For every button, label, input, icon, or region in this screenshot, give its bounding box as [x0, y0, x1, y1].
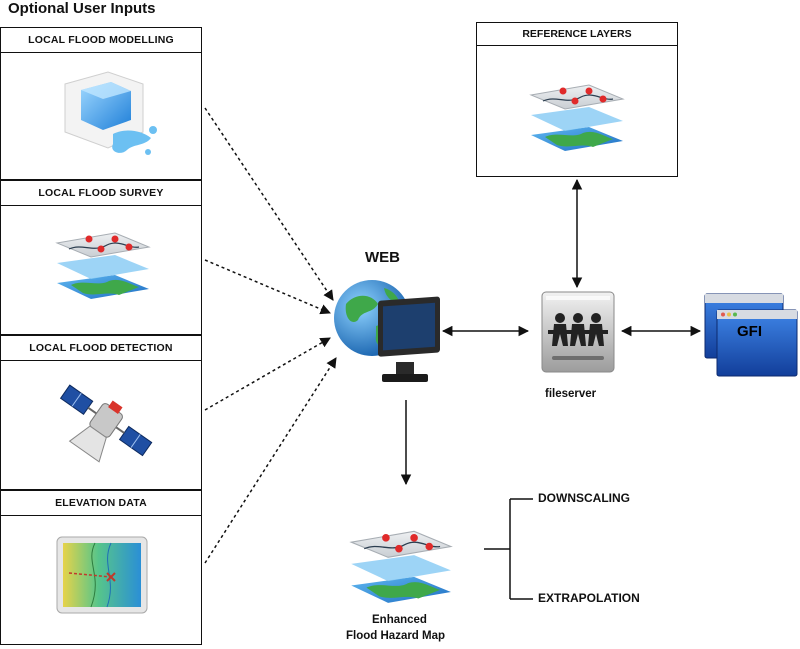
application-windows-icon [704, 293, 798, 377]
local-flood-modelling-panel: LOCAL FLOOD MODELLING [0, 27, 202, 180]
panel-title: LOCAL FLOOD SURVEY [1, 181, 201, 206]
page-title: Optional User Inputs [8, 0, 156, 17]
survey-to-web-connector [204, 259, 331, 315]
fileserver-icon [541, 291, 615, 373]
output-bracket [484, 498, 533, 600]
elevation-to-web-connector [204, 357, 337, 564]
elevation-data-panel: ELEVATION DATA [0, 490, 202, 645]
output-label-line1: Enhanced [372, 614, 427, 626]
satellite-icon [59, 384, 153, 463]
globe-monitor-icon [334, 280, 440, 382]
local-flood-survey-panel: LOCAL FLOOD SURVEY [0, 180, 202, 335]
water-cube-icon [64, 71, 157, 155]
map-layers-icon [349, 530, 453, 603]
elevation-map-icon [56, 536, 148, 614]
panel-title: ELEVATION DATA [1, 491, 201, 516]
gfi-label: GFI [737, 323, 762, 340]
panel-title: LOCAL FLOOD MODELLING [1, 28, 201, 53]
panel-title: LOCAL FLOOD DETECTION [1, 336, 201, 361]
map-layers-icon [529, 84, 625, 151]
panel-title: REFERENCE LAYERS [477, 23, 677, 46]
detection-to-web-connector [204, 337, 331, 411]
downscaling-label: DOWNSCALING [538, 491, 630, 505]
extrapolation-label: EXTRAPOLATION [538, 591, 640, 605]
local-flood-detection-panel: LOCAL FLOOD DETECTION [0, 335, 202, 490]
reference-layers-panel: REFERENCE LAYERS [476, 22, 678, 177]
web-label: WEB [365, 249, 400, 266]
fileserver-label: fileserver [545, 388, 597, 400]
modelling-to-web-connector [204, 107, 334, 301]
map-layers-icon [55, 232, 151, 299]
output-label-line2: Flood Hazard Map [346, 630, 446, 642]
